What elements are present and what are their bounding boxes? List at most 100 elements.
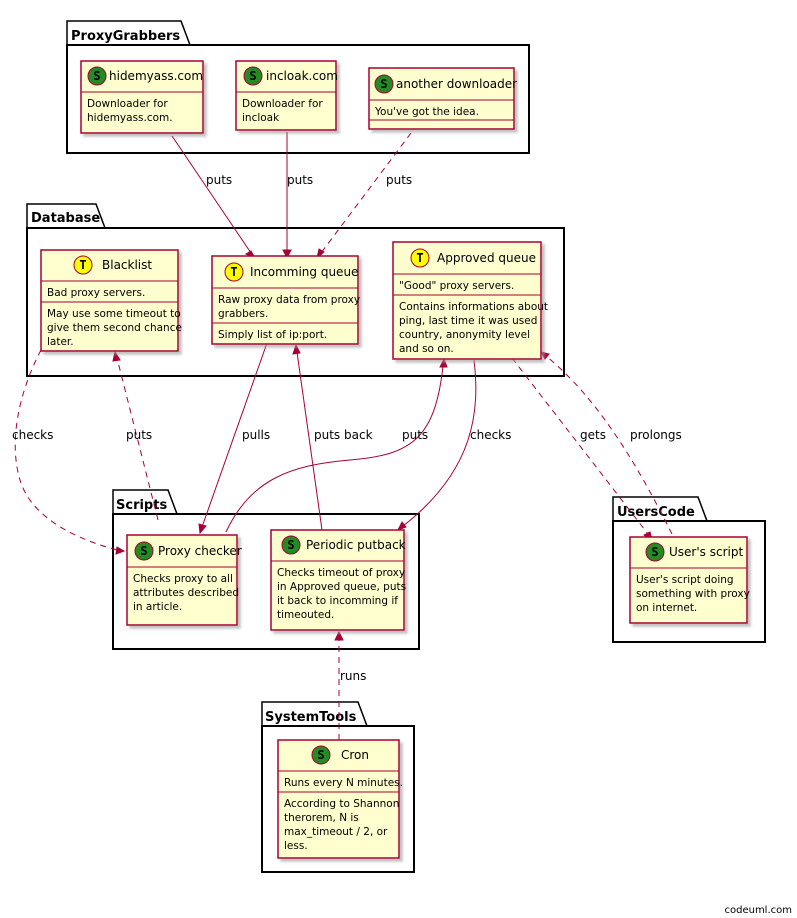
node-text-line: hidemyass.com. bbox=[87, 112, 173, 124]
service-badge-icon bbox=[243, 66, 263, 86]
node-text-line: According to Shannon bbox=[284, 798, 399, 810]
node-text-line: max_timeout / 2, or bbox=[284, 826, 388, 838]
edge-label-checker-puts: puts bbox=[126, 428, 152, 442]
node-text-line: grabbers. bbox=[218, 308, 268, 320]
service-badge-icon bbox=[87, 66, 107, 86]
badge-letter: T bbox=[230, 265, 237, 279]
package-database-title: Database bbox=[31, 211, 100, 226]
footer-watermark: codeuml.com bbox=[724, 905, 792, 916]
node-text-line: Checks proxy to all bbox=[133, 573, 233, 585]
node-title: Incomming queue bbox=[250, 265, 358, 279]
table-badge-icon bbox=[410, 248, 430, 268]
node-text-line: in article. bbox=[133, 601, 182, 613]
edge-hidemyass-puts-incomming bbox=[171, 135, 252, 254]
node-text-line: give them second chance bbox=[47, 322, 182, 334]
node-text-line: Runs every N minutes. bbox=[284, 777, 403, 789]
node-text-line: country, anonymity level bbox=[399, 329, 530, 341]
node-text-line: on internet. bbox=[636, 602, 697, 614]
node-text-line: and so on. bbox=[399, 343, 454, 355]
package-userscode-title: UsersCode bbox=[617, 505, 695, 520]
node-text-line: attributes described bbox=[133, 587, 239, 599]
node-text-line: ping, last time it was used bbox=[399, 315, 537, 327]
node-text-line: something with proxy bbox=[636, 588, 750, 600]
edge-userscript-prolongs-approved bbox=[545, 355, 673, 535]
badge-letter: S bbox=[287, 538, 294, 552]
edge-another-puts-incomming bbox=[320, 132, 412, 254]
node-title: Periodic putback bbox=[306, 538, 406, 552]
badge-letter: S bbox=[317, 748, 324, 762]
service-badge-icon bbox=[374, 74, 394, 94]
node-text-line: Contains informations about bbox=[399, 301, 548, 313]
edge-checker-puts-blacklist bbox=[116, 357, 159, 521]
node-text-line: timeouted. bbox=[277, 609, 334, 621]
node-text-line: less. bbox=[284, 840, 308, 852]
arrowhead-putback-incomming bbox=[292, 343, 301, 355]
node-incomming-queue: T Incomming queue Raw proxy data from pr… bbox=[211, 255, 360, 345]
package-systemtools-title: SystemTools bbox=[265, 710, 357, 725]
node-text-line: "Good" proxy servers. bbox=[399, 280, 514, 292]
arrowhead-incloak-incomming bbox=[282, 249, 292, 260]
arrowhead-checker-approved bbox=[439, 357, 448, 368]
edge-label-another-puts: puts bbox=[386, 173, 412, 187]
edge-label-hidemyass-puts: puts bbox=[206, 173, 232, 187]
edge-label-incloak-puts: puts bbox=[287, 173, 313, 187]
node-text-line: later. bbox=[47, 336, 74, 348]
badge-letter: S bbox=[651, 545, 658, 559]
node-text-line: Checks timeout of proxy bbox=[277, 567, 405, 579]
badge-letter: T bbox=[79, 258, 86, 272]
edge-label-cron-runs: runs bbox=[340, 669, 366, 683]
node-cron: S Cron Runs every N minutes. According t… bbox=[277, 739, 403, 859]
node-text-line: Simply list of ip:port. bbox=[218, 329, 327, 341]
edge-blacklist-checks-checker bbox=[14, 349, 118, 551]
edge-label-putback-putsback: puts back bbox=[314, 428, 373, 442]
node-title: Proxy checker bbox=[158, 544, 242, 558]
service-badge-icon bbox=[311, 745, 331, 765]
node-users-script: S User's script User's script doing some… bbox=[629, 536, 750, 624]
node-text-line: therorem, N is bbox=[284, 812, 359, 824]
node-title: Cron bbox=[341, 748, 369, 762]
node-text-line: it back to incomming if bbox=[277, 595, 398, 607]
node-text-line: May use some timeout to bbox=[47, 308, 181, 320]
node-title: incloak.com bbox=[266, 69, 338, 83]
table-badge-icon bbox=[224, 262, 244, 282]
badge-letter: S bbox=[140, 544, 147, 558]
badge-letter: S bbox=[93, 69, 100, 83]
badge-letter: T bbox=[416, 251, 423, 265]
edge-checker-puts-approved bbox=[225, 365, 444, 533]
table-badge-icon bbox=[73, 255, 93, 275]
edge-label-checker-puts-approved: puts bbox=[402, 428, 428, 442]
node-periodic-putback: S Periodic putback Checks timeout of pro… bbox=[270, 529, 406, 631]
node-title: hidemyass.com bbox=[109, 69, 203, 83]
edge-label-incomming-pulls: pulls bbox=[242, 428, 270, 442]
node-approved-queue: T Approved queue "Good" proxy servers. C… bbox=[392, 241, 548, 360]
node-blacklist: T Blacklist Bad proxy servers. May use s… bbox=[40, 249, 182, 352]
node-text-line: You've got the idea. bbox=[374, 106, 479, 118]
edge-label-blacklist-checks: checks bbox=[12, 428, 53, 442]
node-text-line: Bad proxy servers. bbox=[47, 287, 145, 299]
node-text-line: User's script doing bbox=[636, 574, 734, 586]
node-text-line: Downloader for bbox=[87, 98, 168, 110]
node-title: another downloader bbox=[396, 77, 517, 91]
edge-approved-gets-userscript bbox=[511, 357, 649, 535]
edge-label-userscript-prolongs: prolongs bbox=[630, 428, 682, 442]
arrowhead-checker-blacklist bbox=[112, 350, 121, 362]
arrowhead-cron-putback bbox=[334, 630, 344, 641]
node-text-line: Raw proxy data from proxy bbox=[218, 294, 360, 306]
arrowhead-incomming-checker bbox=[198, 523, 207, 535]
edge-approved-checks-putback bbox=[402, 359, 477, 527]
arrowhead-blacklist-checker bbox=[115, 546, 126, 555]
edge-putback-putsback-incomming bbox=[296, 351, 323, 531]
service-badge-icon bbox=[134, 541, 154, 561]
package-proxygrabbers-title: ProxyGrabbers bbox=[71, 29, 180, 44]
node-another-downloader: S another downloader You've got the idea… bbox=[368, 67, 517, 130]
arrowhead-userscript-approved bbox=[539, 351, 550, 360]
package-scripts-title: Scripts bbox=[116, 498, 167, 513]
node-title: Approved queue bbox=[437, 251, 536, 265]
node-incloak: S incloak.com Downloader for incloak bbox=[235, 60, 338, 131]
edges-layer: puts puts puts checks puts pulls puts ba… bbox=[12, 132, 682, 740]
node-text-line: in Approved queue, puts bbox=[277, 581, 406, 593]
node-text-line: Downloader for bbox=[242, 98, 323, 110]
service-badge-icon bbox=[281, 535, 301, 555]
badge-letter: S bbox=[380, 77, 387, 91]
edge-label-approved-checks: checks bbox=[470, 428, 511, 442]
